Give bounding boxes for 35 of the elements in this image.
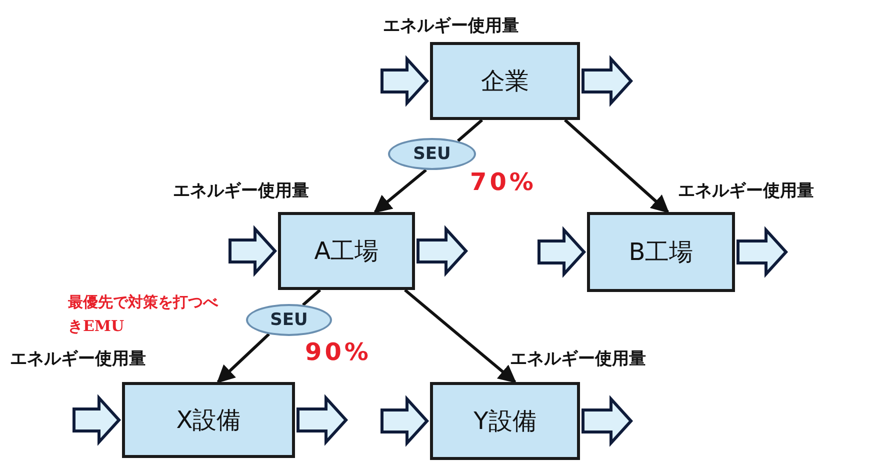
node-label: B工場 <box>628 237 694 268</box>
block-arrow <box>380 395 430 447</box>
process-box <box>430 382 580 460</box>
process-box <box>587 212 735 292</box>
arrow <box>374 168 427 214</box>
node-label: SEU <box>270 310 308 330</box>
arrow <box>564 118 670 214</box>
block-arrow <box>72 394 122 446</box>
block-arrow <box>380 55 430 107</box>
energy-usage-label: エネルギー使用量 <box>678 180 814 202</box>
block-arrow <box>582 395 634 447</box>
block-arrow <box>538 226 586 278</box>
process-box <box>278 212 415 290</box>
node-label: A工場 <box>314 236 379 267</box>
energy-usage-label: エネルギー使用量 <box>383 15 519 37</box>
block-arrow <box>228 225 278 277</box>
energy-usage-label: エネルギー使用量 <box>510 348 646 370</box>
block-arrow <box>416 225 468 277</box>
node-label: SEU <box>413 144 451 164</box>
priority-note: 最優先で対策を打つべきEMU <box>68 292 218 337</box>
node-label: 企業 <box>481 66 529 97</box>
process-box <box>122 382 295 458</box>
block-arrow <box>736 226 788 278</box>
energy-usage-label: エネルギー使用量 <box>10 348 146 370</box>
block-arrow <box>582 55 634 107</box>
node-label: Y設備 <box>474 406 536 437</box>
block-arrow <box>296 394 348 446</box>
arrow <box>404 288 516 384</box>
process-box <box>430 42 580 120</box>
percentage-label: 90% <box>305 338 372 366</box>
percentage-label: 70% <box>470 168 536 196</box>
energy-usage-label: エネルギー使用量 <box>173 180 309 202</box>
connector-line <box>302 288 322 306</box>
connector-line <box>456 118 484 142</box>
node-label: X設備 <box>176 405 241 436</box>
